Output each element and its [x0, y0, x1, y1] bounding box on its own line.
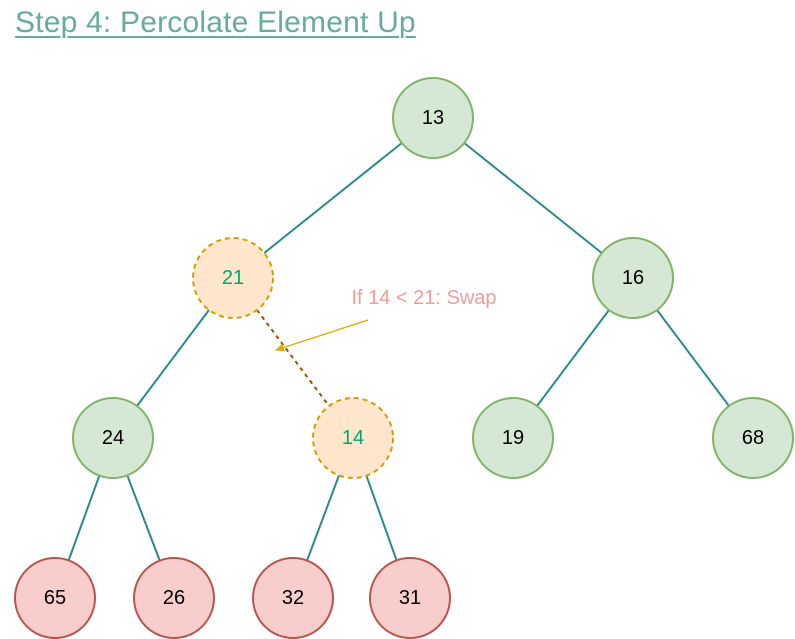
- node-circle: [192, 237, 274, 319]
- node-label: 19: [502, 427, 524, 449]
- tree-node-19: 19: [472, 397, 554, 479]
- node-label: 24: [102, 427, 124, 449]
- node-label: 13: [422, 107, 444, 129]
- node-circle: [72, 397, 154, 479]
- tree-node-32: 32: [252, 557, 334, 639]
- edge-n24-n26: [126, 475, 161, 561]
- tree-node-68: 68: [712, 397, 794, 479]
- node-circle: [14, 557, 96, 639]
- node-label: 31: [399, 587, 421, 609]
- edges-layer: [67, 142, 730, 561]
- edge-n13-n21: [263, 142, 403, 254]
- node-circle: [712, 397, 794, 479]
- annotation-layer: If 14 < 21: Swap: [275, 287, 497, 352]
- node-label: 68: [742, 427, 764, 449]
- tree-node-13: 13: [392, 77, 474, 159]
- node-circle: [252, 557, 334, 639]
- edge-n14-n31: [365, 475, 398, 561]
- node-label: 16: [622, 267, 644, 289]
- tree-node-26: 26: [133, 557, 215, 639]
- tree-node-16: 16: [592, 237, 674, 319]
- node-circle: [392, 77, 474, 159]
- node-label: 21: [222, 267, 244, 289]
- tree-node-14: 14: [312, 397, 394, 479]
- node-label: 32: [282, 587, 304, 609]
- edge-n13-n16: [463, 142, 603, 254]
- tree-node-31: 31: [369, 557, 451, 639]
- page-title: Step 4: Percolate Element Up: [15, 6, 416, 39]
- edge-n14-n32: [306, 475, 340, 561]
- node-circle: [369, 557, 451, 639]
- node-circle: [312, 397, 394, 479]
- edge-n16-n68: [656, 309, 730, 407]
- node-circle: [472, 397, 554, 479]
- node-circle: [592, 237, 674, 319]
- node-label: 26: [163, 587, 185, 609]
- edge-n24-n65: [67, 475, 101, 561]
- nodes-layer: 13 21 16 24 14 19 68 65 26 32 31: [14, 77, 794, 639]
- node-circle: [133, 557, 215, 639]
- swap-condition-label: If 14 < 21: Swap: [351, 287, 496, 309]
- edge-n16-n19: [536, 309, 610, 407]
- node-label: 14: [342, 427, 364, 449]
- edge-n21-n24: [136, 309, 210, 407]
- edge-n21-n14: [256, 309, 330, 407]
- tree-node-65: 65: [14, 557, 96, 639]
- tree-node-24: 24: [72, 397, 154, 479]
- annotation-arrow: [275, 319, 369, 352]
- tree-node-21: 21: [192, 237, 274, 319]
- node-label: 65: [44, 587, 66, 609]
